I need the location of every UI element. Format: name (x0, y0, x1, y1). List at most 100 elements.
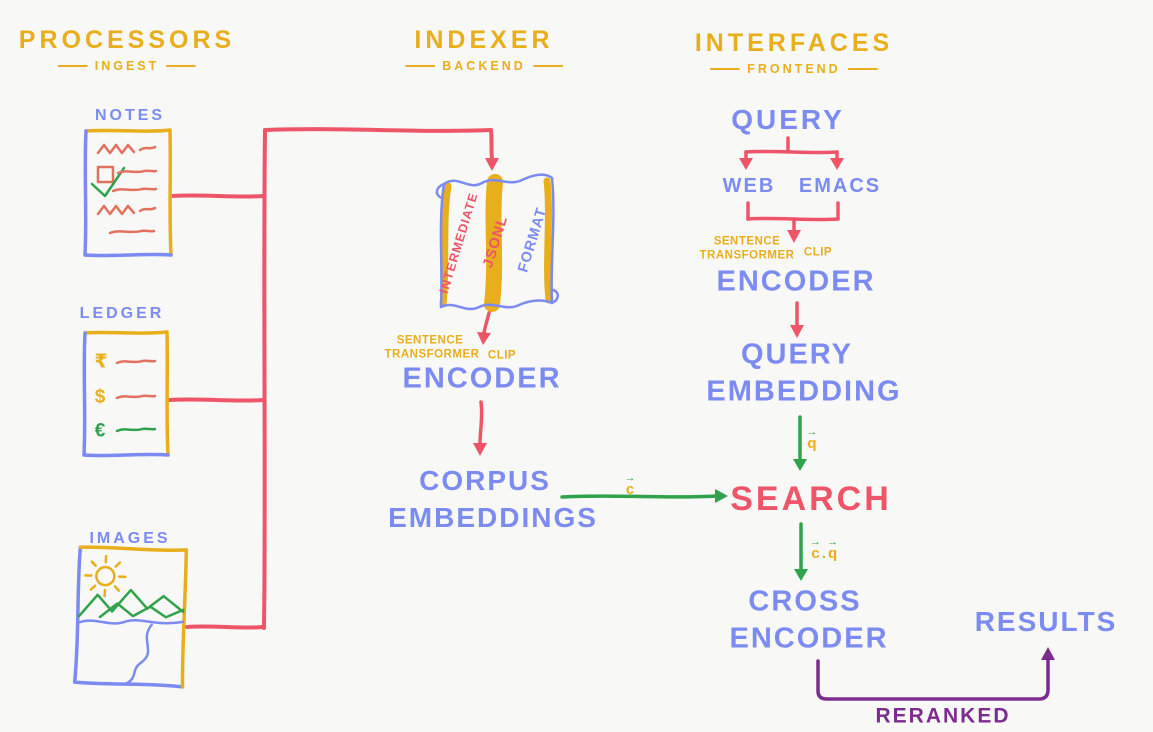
query-label: QUERY (731, 104, 845, 135)
subtitle-dash (847, 67, 878, 71)
ledger-squiggle-2 (115, 394, 157, 400)
ledger-connector-line (168, 397, 266, 403)
notes-squiggle-3 (111, 187, 158, 193)
arrowhead-to-emacs (830, 158, 844, 170)
notes-squiggle-2 (116, 169, 158, 175)
interfaces-clip-label: CLIP (803, 246, 833, 259)
subtitle-dash (166, 64, 197, 68)
vector-arrow-icon: → (624, 472, 636, 484)
notes-squiggle-5 (108, 229, 156, 235)
images-label: IMAGES (89, 530, 171, 547)
results-label: RESULTS (974, 606, 1118, 637)
corpus-embeddings-line1: CORPUS (419, 465, 551, 496)
search-label: SEARCH (730, 480, 892, 518)
arrowhead-embedding-search (793, 459, 807, 471)
scroll-top-curl (435, 182, 446, 200)
notes-zigzag-2 (96, 204, 136, 216)
subtitle-dash (710, 67, 741, 71)
arrowhead-scroll-encoder (477, 332, 491, 345)
notes-squiggle-4 (138, 206, 157, 213)
vector-arrow-icon: → (827, 536, 839, 548)
processors-title: PROCESSORS (18, 26, 236, 54)
euro-symbol: € (94, 420, 106, 442)
river-line-top (78, 618, 185, 625)
rerank-flow-arrow (816, 647, 1055, 701)
processors-subtitle-text: INGEST (94, 59, 160, 73)
indexer-sentence-label: SENTENCE (396, 334, 464, 347)
vector-c: → c (624, 472, 636, 498)
indexer-subtitle: BACKEND (405, 59, 563, 73)
vector-c-letter: c (811, 545, 820, 562)
web-client-label: WEB (722, 175, 776, 197)
mountains-line-1 (77, 588, 185, 618)
vector-q: → q (806, 426, 818, 452)
interfaces-subtitle-text: FRONTEND (747, 62, 841, 76)
arrowhead-to-web (739, 158, 753, 170)
corpus-to-search-line (560, 494, 718, 499)
cross-encoder-line2: ENCODER (729, 622, 889, 655)
interfaces-encoder-label: ENCODER (716, 265, 876, 298)
scroll-top-edge (442, 173, 554, 187)
notes-paper-edge-blue (83, 129, 173, 258)
vector-q: → q (827, 536, 839, 562)
scroll-to-encoder-line (482, 311, 491, 335)
vector-c: → c (809, 536, 821, 562)
processors-subtitle: INGEST (19, 59, 235, 73)
vector-arrow-icon: → (806, 426, 818, 438)
sun-icon (95, 565, 116, 587)
scroll-left-band (439, 182, 452, 308)
query-embedding-line2: EMBEDDING (706, 375, 902, 408)
river-line-stream (124, 623, 153, 686)
ledger-squiggle-1 (115, 359, 157, 365)
ledger-paper-edge-blue (82, 331, 170, 458)
images-document-sketch (72, 545, 189, 689)
vector-q-letter: q (827, 545, 838, 562)
indexer-clip-label: CLIP (487, 349, 517, 362)
notes-paper-edge-yellow (84, 128, 173, 257)
interfaces-subtitle: FRONTEND (695, 62, 893, 76)
scroll-right-outline (550, 176, 555, 305)
indexer-header: INDEXER BACKEND (405, 26, 563, 73)
cross-encoder-line1: CROSS (748, 585, 862, 618)
search-flow-arrows (560, 415, 808, 581)
ledger-document-sketch (82, 330, 170, 458)
ingest-flow-lines (168, 127, 499, 630)
corpus-vector-label: → c (624, 472, 636, 498)
arrowhead-to-results (1041, 647, 1055, 660)
mountains-line-2 (98, 602, 185, 619)
sun-rays-icon (84, 554, 127, 598)
images-paper-edge-yellow (78, 545, 189, 689)
notes-label: NOTES (94, 107, 166, 124)
arrowhead-corpus-search (715, 489, 728, 503)
indexer-flow-arrows (473, 311, 491, 456)
arrowhead-merge-encoder (787, 230, 801, 243)
indexer-subtitle-text: BACKEND (442, 59, 526, 73)
scroll-right-band (543, 177, 553, 304)
dollar-symbol: $ (94, 386, 106, 408)
notes-connector-line (171, 193, 266, 199)
scroll-center-band (484, 174, 503, 312)
scroll-bottom-curl (550, 288, 559, 305)
bus-vertical-line (262, 128, 267, 630)
vector-arrow-icon: → (809, 536, 821, 548)
corpus-embeddings-line2: EMBEDDINGS (388, 502, 598, 533)
reranked-label: RERANKED (875, 704, 1011, 728)
processors-header: PROCESSORS INGEST (19, 26, 235, 73)
scroll-bottom-edge (439, 299, 554, 311)
arrowhead-encoder-corpus (473, 443, 487, 456)
images-connector-line (185, 624, 266, 630)
notes-checkbox (96, 165, 115, 184)
interfaces-flow-arrows (739, 136, 844, 338)
interfaces-title: INTERFACES (694, 29, 894, 57)
notes-zigzag-1 (96, 143, 136, 155)
arrowhead-encoder-embedding (790, 325, 804, 338)
query-vector-label: → q (806, 426, 818, 452)
ledger-label: LEDGER (79, 305, 165, 322)
bus-to-scroll-line (489, 128, 494, 161)
query-embedding-line1: QUERY (740, 338, 854, 371)
indexer-encoder-label: ENCODER (402, 362, 562, 395)
bus-top-line (263, 127, 493, 133)
jsonl-scroll-sketch (435, 173, 559, 312)
